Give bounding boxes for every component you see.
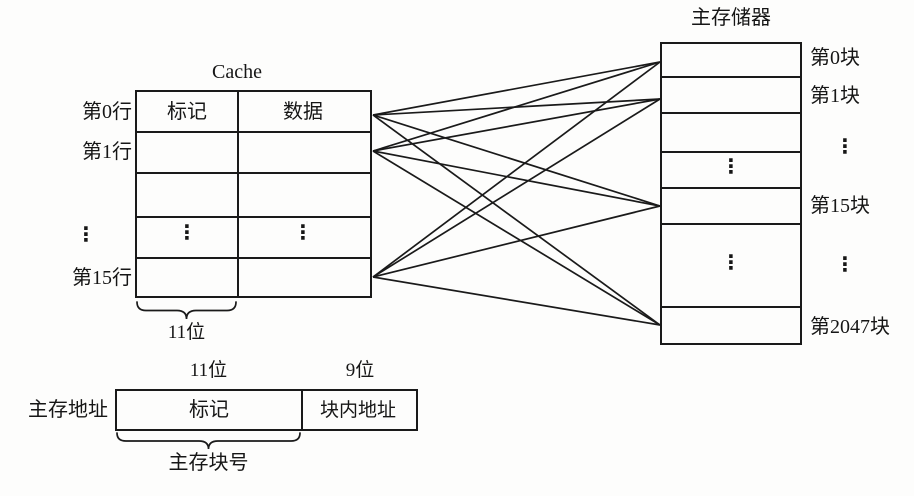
memory-block-label-2047: 第2047块	[810, 316, 890, 338]
memory-block-label-1: 第1块	[810, 85, 860, 107]
address-offset-bits-label: 9位	[345, 360, 375, 381]
memory-label-ellipsis-1: ⋮	[835, 134, 855, 158]
memory-block-label-15: 第15块	[810, 195, 870, 217]
cache-data-ellipsis: ⋮	[293, 220, 313, 244]
memory-block-label-0: 第0块	[810, 47, 860, 69]
cache-row-label-15: 第15行	[72, 267, 132, 289]
address-tag-bits-label: 11位	[189, 360, 228, 381]
address-tag-field: 标记	[189, 399, 229, 421]
cache-data-header: 数据	[283, 101, 323, 123]
memory-cell-ellipsis-1: ⋮	[721, 154, 741, 178]
cache-tag-ellipsis: ⋮	[177, 220, 197, 244]
block-number-underbrace	[116, 432, 301, 450]
address-box: 标记 块内地址	[115, 389, 418, 431]
cache-row-label-0: 第0行	[82, 101, 132, 123]
cache-table: 标记 数据 ⋮ ⋮	[135, 90, 372, 298]
address-label: 主存地址	[28, 399, 108, 421]
cache-tag-header: 标记	[167, 101, 207, 123]
cache-row-ellipsis: ⋮	[76, 222, 96, 246]
memory-label-ellipsis-2: ⋮	[835, 252, 855, 276]
memory-cell-ellipsis-2: ⋮	[721, 250, 741, 274]
cache-tag-bits-label: 11位	[167, 322, 206, 343]
block-number-label: 主存块号	[168, 452, 249, 474]
address-offset-field: 块内地址	[319, 400, 396, 421]
memory-title: 主存储器	[691, 7, 771, 29]
cache-tag-underbrace	[136, 301, 237, 320]
cache-title: Cache	[212, 61, 262, 83]
memory-box: ⋮ ⋮	[660, 42, 802, 345]
cache-row-label-1: 第1行	[82, 141, 132, 163]
